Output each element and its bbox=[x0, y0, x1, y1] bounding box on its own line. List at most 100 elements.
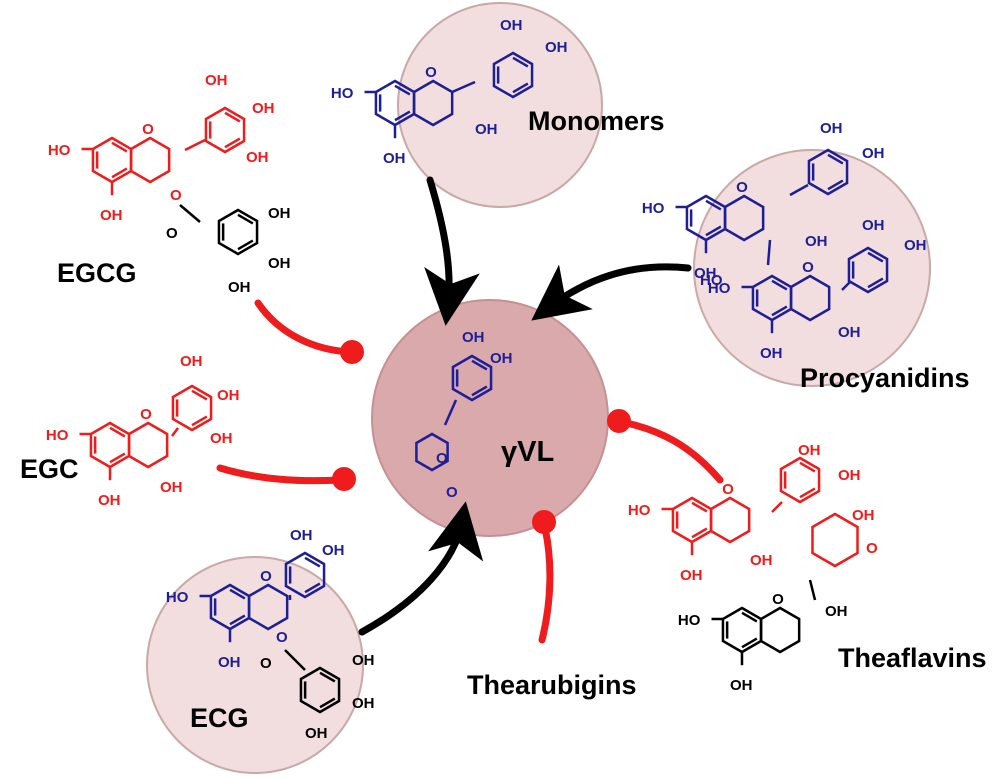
atom-label: OH bbox=[825, 603, 848, 620]
atom-label: OH bbox=[500, 17, 523, 34]
benzotropolone-ring bbox=[779, 456, 821, 504]
atom-label: OH bbox=[218, 654, 241, 671]
atom-label: OH bbox=[352, 695, 375, 712]
atom-label: OH bbox=[750, 552, 773, 569]
atom-label: OH bbox=[862, 217, 885, 234]
atom-label: O bbox=[166, 225, 178, 242]
double-bond bbox=[512, 82, 529, 94]
atom-label: OH bbox=[98, 492, 121, 509]
double-bond bbox=[319, 697, 336, 709]
inhibit-egcg bbox=[254, 299, 354, 356]
double-bond bbox=[319, 671, 336, 683]
c-ring bbox=[789, 274, 831, 322]
atom-label: HO bbox=[700, 272, 723, 289]
double-bond bbox=[867, 277, 884, 289]
double-bond bbox=[512, 56, 529, 68]
double-bond bbox=[111, 167, 128, 179]
double-bond bbox=[705, 199, 722, 211]
bond bbox=[841, 281, 851, 291]
double-bond bbox=[705, 225, 722, 237]
atom-label: HO bbox=[48, 142, 71, 159]
atom-label: OH bbox=[760, 345, 783, 362]
tropolone-ring bbox=[811, 512, 859, 568]
b-ring bbox=[284, 551, 326, 599]
atom-label: HO bbox=[166, 589, 189, 606]
atom-label: OH bbox=[228, 279, 251, 296]
double-bond bbox=[867, 251, 884, 263]
atom-label: OH bbox=[490, 350, 513, 367]
promote-arrows bbox=[358, 176, 692, 636]
double-bond bbox=[191, 415, 208, 427]
double-bond bbox=[691, 527, 708, 539]
atom-label: OH bbox=[805, 233, 828, 250]
bond bbox=[184, 138, 206, 152]
atom-label: OH bbox=[252, 100, 275, 117]
atom-label: O bbox=[260, 655, 272, 672]
atom-label: OH bbox=[322, 542, 345, 559]
double-bond bbox=[741, 611, 758, 623]
atom-label: OH bbox=[462, 329, 485, 346]
label-egcg: EGCG bbox=[57, 258, 137, 288]
double-bond bbox=[799, 461, 816, 473]
atom-label: O bbox=[276, 629, 288, 646]
b-ring-lower bbox=[847, 246, 889, 294]
chemical-structures: OHOOHOHOHOHOHOOHOHOHOHOOOHOHOHOHOOHOHOHO… bbox=[46, 17, 927, 742]
galloyl-ring bbox=[217, 208, 259, 256]
double-bond bbox=[471, 385, 488, 397]
inhibit-egc bbox=[216, 464, 344, 485]
atom-label: O bbox=[802, 259, 814, 276]
atom-label: OH bbox=[904, 237, 927, 254]
catechol-ring bbox=[451, 354, 493, 402]
double-bond bbox=[827, 153, 844, 165]
atom-label: OH bbox=[290, 527, 313, 544]
atom-label: HO bbox=[628, 502, 651, 519]
inhibit-dot-egc bbox=[332, 467, 356, 491]
bond bbox=[808, 579, 817, 601]
atom-label: OH bbox=[862, 145, 885, 162]
atom-label: OH bbox=[730, 677, 753, 694]
bond bbox=[179, 204, 201, 223]
atom-label: O bbox=[772, 591, 784, 608]
arrow-monomers bbox=[424, 176, 480, 326]
double-bond bbox=[304, 582, 321, 594]
atom-label: O bbox=[446, 484, 458, 501]
atom-label: OH bbox=[100, 207, 123, 224]
double-bond bbox=[471, 359, 488, 371]
c-ring bbox=[127, 421, 169, 469]
double-bond bbox=[229, 588, 246, 600]
double-bond bbox=[229, 614, 246, 626]
arrow-procyanidins bbox=[531, 263, 692, 321]
atom-label: OH bbox=[210, 430, 233, 447]
double-bond bbox=[191, 389, 208, 401]
atom-label: OH bbox=[160, 479, 183, 496]
atom-label: O bbox=[260, 568, 272, 585]
double-bond bbox=[741, 637, 758, 649]
atom-label: OH bbox=[205, 72, 228, 89]
galloyl-ring bbox=[299, 666, 341, 714]
bond bbox=[789, 183, 809, 197]
double-bond bbox=[224, 137, 241, 149]
label-egc: EGC bbox=[20, 454, 79, 484]
label-monomers: Monomers bbox=[528, 106, 665, 136]
a-ring bbox=[89, 421, 131, 469]
arrow-ecg bbox=[358, 501, 484, 636]
inhibit-thearubigins bbox=[538, 524, 554, 644]
atom-label: O bbox=[736, 179, 748, 196]
c-ring bbox=[129, 136, 171, 184]
atom-label: OH bbox=[268, 205, 291, 222]
atom-label: HO bbox=[678, 612, 701, 629]
atom-label: O bbox=[140, 406, 152, 423]
center-circle bbox=[371, 299, 609, 537]
label-thearubigins: Thearubigins bbox=[467, 670, 637, 700]
atom-label: HO bbox=[331, 85, 354, 102]
label-ecg: ECG bbox=[190, 703, 249, 733]
atom-label: OH bbox=[180, 353, 203, 370]
atom-label: OH bbox=[694, 265, 717, 282]
inhibit-theaflavins bbox=[618, 418, 724, 484]
